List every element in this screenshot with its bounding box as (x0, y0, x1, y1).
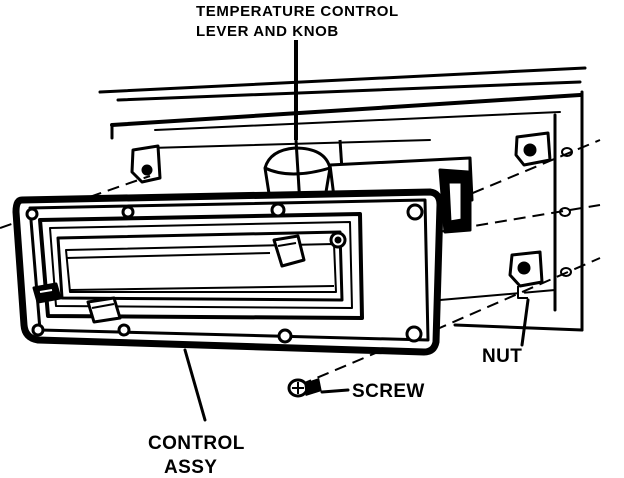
leader-lines (183, 298, 530, 422)
temperature-control-knob (272, 231, 347, 268)
right-upper-bracket (514, 131, 552, 167)
control-assy-label-line1: CONTROL (148, 433, 245, 454)
temperature-control-label-line2: LEVER AND KNOB (196, 23, 339, 40)
left-side-lever (32, 282, 122, 324)
nut-label: NUT (482, 346, 522, 367)
control-assy-label-line2: ASSY (164, 457, 217, 478)
control-faceplate (12, 188, 444, 356)
screw-label: SCREW (352, 381, 425, 402)
faceplate-screw-holes (25, 202, 424, 344)
temperature-control-label-line1: TEMPERATURE CONTROL (196, 3, 399, 20)
screw (287, 378, 322, 398)
lever-mechanism (263, 139, 474, 234)
left-mounting-bracket (130, 144, 162, 184)
